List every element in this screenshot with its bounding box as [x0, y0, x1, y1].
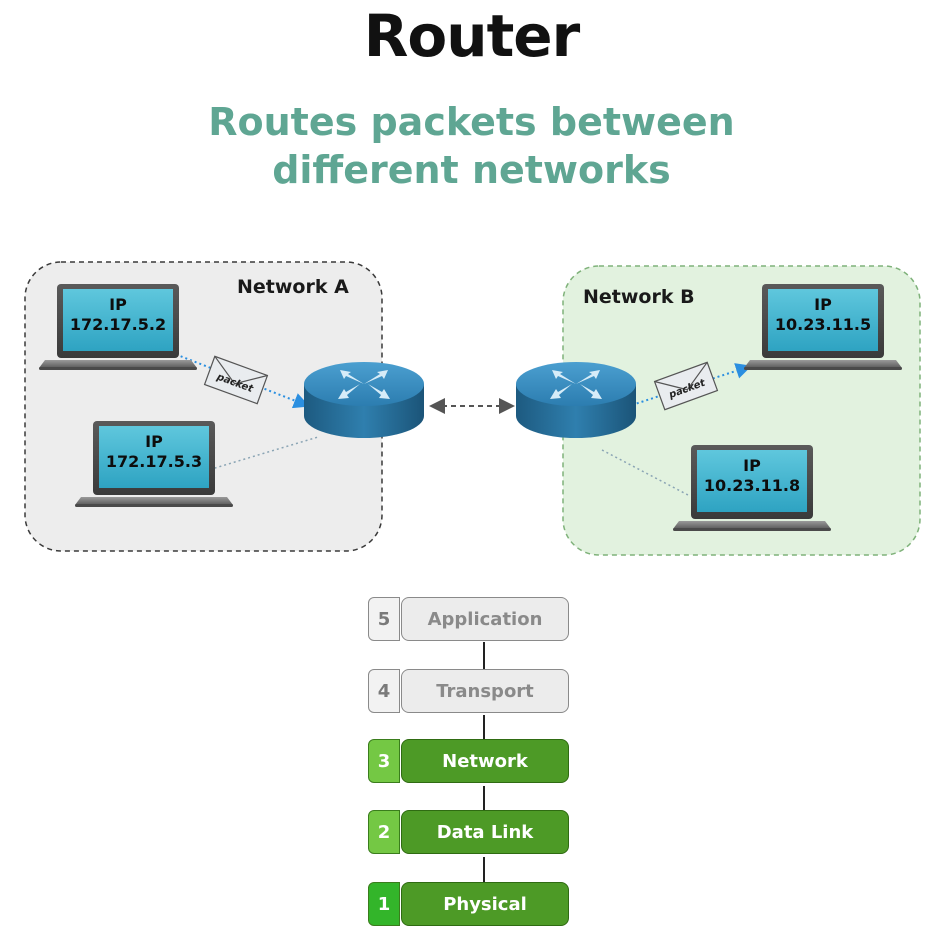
host-a2-ip: 172.17.5.3 [105, 452, 203, 471]
host-b1-ip-label: IP [814, 295, 832, 314]
osi-layer-5-name: Application [401, 597, 569, 641]
host-b1-ip: 10.23.11.5 [774, 315, 872, 334]
osi-layer-2: 2 Data Link [368, 810, 569, 856]
router-b [516, 362, 636, 438]
osi-layer-4-name: Transport [401, 669, 569, 713]
subtitle-line-1: Routes packets between [208, 100, 735, 144]
osi-layer-2-name: Data Link [401, 810, 569, 854]
host-b2-screen: IP 10.23.11.8 [697, 456, 807, 496]
layer-connector-3-2 [483, 786, 485, 812]
host-b1-screen: IP 10.23.11.5 [768, 295, 878, 335]
host-a1-ip-label: IP [109, 295, 127, 314]
osi-layer-3-name: Network [401, 739, 569, 783]
osi-layer-1: 1 Physical [368, 882, 569, 928]
host-a2-ip-label: IP [145, 432, 163, 451]
osi-layer-4-number: 4 [368, 669, 400, 713]
link-router-b-b2 [601, 449, 689, 496]
host-b2-ip-label: IP [743, 456, 761, 475]
host-a2-screen: IP 172.17.5.3 [99, 432, 209, 472]
router-a [304, 362, 424, 438]
osi-layer-1-name: Physical [401, 882, 569, 926]
packet-envelope-a: packet [203, 355, 269, 405]
layer-connector-4-3 [483, 715, 485, 741]
host-a1-ip: 172.17.5.2 [69, 315, 167, 334]
network-b-label: Network B [583, 286, 695, 308]
network-a-label: Network A [237, 276, 349, 298]
osi-layer-3: 3 Network [368, 739, 569, 785]
subtitle: Routes packets between different network… [0, 98, 943, 194]
packet-envelope-b: packet [653, 361, 719, 411]
packet-path-a [161, 348, 310, 409]
subtitle-line-2: different networks [272, 148, 671, 192]
host-a1-screen: IP 172.17.5.2 [63, 295, 173, 335]
osi-layer-4: 4 Transport [368, 669, 569, 715]
page-title: Router [363, 2, 580, 70]
layer-connector-5-4 [483, 642, 485, 670]
host-b2-ip: 10.23.11.8 [703, 476, 801, 495]
osi-layer-3-number: 3 [368, 739, 400, 783]
osi-layer-5: 5 Application [368, 597, 569, 643]
osi-layer-2-number: 2 [368, 810, 400, 854]
osi-layer-5-number: 5 [368, 597, 400, 641]
osi-layer-1-number: 1 [368, 882, 400, 926]
layer-connector-2-1 [483, 857, 485, 883]
